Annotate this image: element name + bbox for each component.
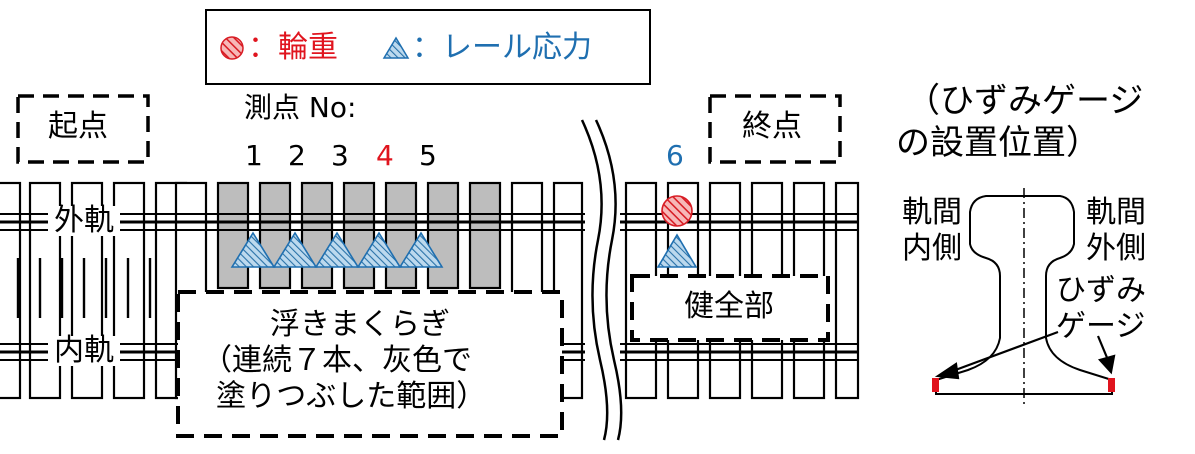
start-box — [16, 94, 150, 164]
measure-points-title: 測点 No: — [244, 91, 357, 124]
sound-box — [630, 274, 830, 342]
gauge-inside-line1: 軌間 — [902, 195, 962, 230]
inner-rail-label: 内軌 — [48, 336, 120, 366]
legend-wheel-label: ：輪重 — [248, 30, 338, 65]
point-number-3: 3 — [331, 139, 349, 172]
gauge-outside-line2: 外側 — [1086, 231, 1146, 266]
point-number-2: 2 — [288, 139, 306, 172]
floating-text-line2: （連続７本、灰色で — [202, 343, 472, 378]
legend-stress-symbol — [382, 36, 410, 59]
floating-box — [176, 290, 564, 438]
start-label: 起点 — [48, 109, 108, 144]
gauge-marker-left — [932, 378, 939, 392]
gauge-outside-line1: 軌間 — [1086, 195, 1146, 230]
sound-part-label: 健全部 — [684, 289, 774, 324]
point-number-4: 4 — [376, 139, 394, 172]
end-box — [708, 94, 842, 164]
gauge-marker-right — [1108, 378, 1115, 392]
legend-stress-label: ：レール応力 — [412, 30, 592, 65]
gauge-title-line1: （ひずみゲージ — [906, 81, 1144, 121]
point-number-6: 6 — [666, 139, 684, 172]
stress-triangles — [230, 231, 698, 268]
strain-gauge-line2: ゲージ — [1056, 309, 1146, 344]
point-number-5: 5 — [419, 139, 437, 172]
wheel-marker-6 — [661, 195, 693, 227]
floating-text-line1: 浮きまくらぎ — [270, 307, 450, 342]
point-number-1: 1 — [245, 139, 263, 172]
outer-rail-label: 外軌 — [48, 206, 120, 236]
legend-box — [205, 9, 651, 85]
end-label: 終点 — [742, 109, 802, 144]
gauge-inside-line2: 内側 — [902, 231, 962, 266]
strain-gauge-line1: ひずみ — [1056, 273, 1146, 308]
legend-wheel-symbol — [220, 36, 244, 60]
gauge-title-line2: の設置位置） — [896, 123, 1100, 163]
gauge-arrows — [934, 330, 1116, 380]
floating-text-line3: 塗りつぶした範囲） — [216, 379, 487, 414]
break-lines — [580, 119, 623, 441]
left-sleeper-lines — [16, 258, 152, 318]
